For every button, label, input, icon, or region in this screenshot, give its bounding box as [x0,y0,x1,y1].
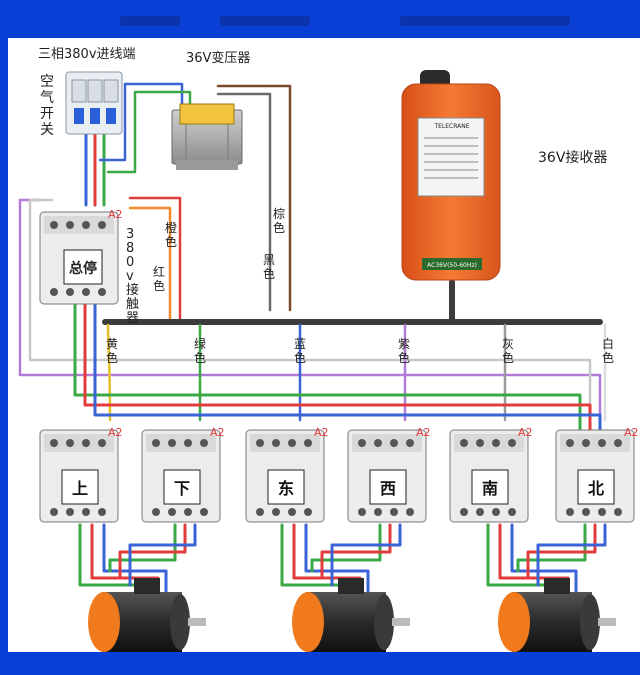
wire-label-purple: 紫色 [398,337,410,365]
a2-label: A2 [518,426,533,439]
contactor-2: 下 A2 [141,426,225,523]
main-stop-contactor [39,211,119,305]
main-a2-label: A2 [108,208,123,221]
wire-label-orange: 橙色 [165,220,177,249]
a2-label: A2 [108,426,123,439]
direction-contactors: 上 A2 下 A2 东 A2 西 A2 南 A2 北 A2 [39,426,639,523]
a2-label: A2 [416,426,431,439]
a2-label: A2 [314,426,329,439]
wire-label-red: 红色 [153,264,165,293]
contactor-3: 东 A2 [245,426,329,523]
motor-1 [88,578,206,652]
a2-label: A2 [210,426,225,439]
contactor-6: 北 A2 [555,426,639,523]
receiver-voltage-label: AC36V(50-60Hz) [427,262,477,269]
wire-label-brown: 棕色 [273,206,285,235]
wire-label-green: 绿色 [194,336,206,365]
motor-2 [292,578,410,652]
main-power-label: 三相380v进线端 [38,47,136,62]
contactor-4: 西 A2 [347,426,431,523]
contactor-label: 西 [380,479,396,498]
motor-3 [498,578,616,652]
wire-label-blue: 蓝色 [294,337,306,365]
wiring-diagram: TELECRANE AC36V(50-60Hz) 上 [18,47,639,652]
receiver-brand: TELECRANE [433,123,469,130]
contactor-1: 上 A2 [39,426,123,523]
transformer [171,103,243,170]
wire-label-yellow: 黄色 [106,337,118,365]
air-switch [65,71,123,135]
wiring-diagram-panel: TELECRANE AC36V(50-60Hz) 上 [8,38,640,652]
contactor-label: 下 [174,479,190,498]
contactor-label: 上 [72,479,88,498]
transformer-label: 36V变压器 [186,50,250,66]
receiver-unit: TELECRANE AC36V(50-60Hz) [401,70,501,281]
contactor-label: 北 [588,479,604,498]
a2-label: A2 [624,426,639,439]
air-switch-label: 空气开关 [40,74,54,138]
wire-label-black: 黑色 [263,253,275,281]
contactor-5: 南 A2 [449,426,533,523]
top-banner [0,0,640,38]
contactor-label: 东 [278,479,294,498]
receiver-label: 36V接收器 [538,149,607,166]
motors [88,578,616,652]
contactor-label: 南 [482,479,498,498]
wire-label-white: 白色 [602,336,614,365]
main-stop-label: 总停 [69,260,97,277]
wire-label-gray: 灰色 [502,337,514,365]
